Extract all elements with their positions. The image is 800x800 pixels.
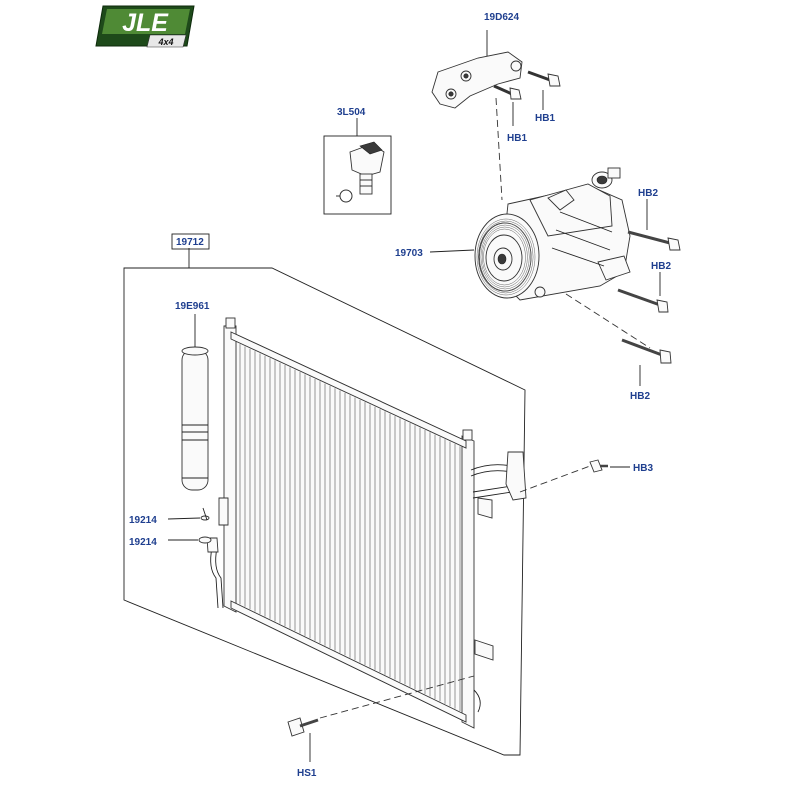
label-o-ring-1[interactable]: 19214 [129,515,157,526]
label-hb1-lower[interactable]: HB1 [507,133,527,144]
label-hb2-top[interactable]: HB2 [638,188,658,199]
condenser [206,317,527,729]
ac-compressor [474,167,631,301]
logo-brand-text: JLE [122,9,169,37]
label-hb3[interactable]: HB3 [633,463,653,474]
label-hs1[interactable]: HS1 [297,768,317,779]
bolt-hb2-bottom [621,338,672,364]
label-condenser-kit-box[interactable] [171,233,210,250]
label-sensor[interactable]: 3L504 [337,107,366,118]
label-bracket[interactable]: 19D624 [484,12,519,23]
label-compressor[interactable]: 19703 [395,248,423,259]
label-hb2-mid[interactable]: HB2 [651,261,671,272]
o-ring-lower [198,536,212,544]
sensor-detail-box [323,135,392,215]
label-drier[interactable]: 19E961 [175,301,210,312]
jle-logo[interactable]: JLE 4x4 [95,5,195,48]
screw-hs1 [287,717,319,737]
logo-sub-text: 4x4 [157,37,173,47]
label-condenser-kit[interactable]: 19712 [176,237,204,248]
bolt-hb2-mid [617,288,669,313]
bolt-hb3 [589,459,608,473]
bolt-hb1-lower [493,84,522,100]
bolt-hb2-top [627,230,681,251]
condenser-kit-outline [123,267,526,756]
bolt-hb1-upper [527,70,561,87]
receiver-drier [181,346,209,491]
label-hb2-bottom[interactable]: HB2 [630,391,650,402]
label-o-ring-2[interactable]: 19214 [129,537,157,548]
o-ring-upper [200,507,210,521]
compressor-bracket [431,51,523,109]
label-hb1-upper[interactable]: HB1 [535,113,555,124]
pressure-sensor [336,141,385,203]
